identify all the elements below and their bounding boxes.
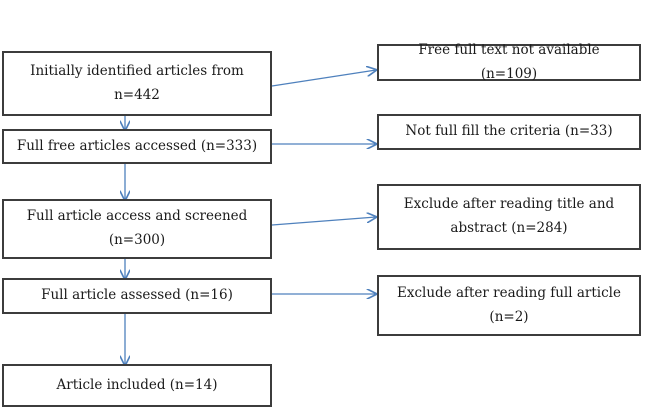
excluded-title-abstract-text: Exclude after reading title and abstract… bbox=[403, 196, 615, 236]
step-accessed-box: Full free articles accessed (n=333) bbox=[2, 129, 272, 164]
excluded-criteria-text: Not full fill the criteria (n=33) bbox=[405, 123, 613, 140]
step-assessed-text: Full article assessed (n=16) bbox=[41, 287, 233, 304]
excluded-criteria-box: Not full fill the criteria (n=33) bbox=[377, 114, 641, 150]
right-arrow-3 bbox=[271, 217, 376, 226]
step-assessed-box: Full article assessed (n=16) bbox=[2, 278, 272, 314]
excluded-no-fulltext-text: Free full text not available (n=109) bbox=[418, 41, 600, 82]
step-screened-text: Full article access and screened (n=300) bbox=[26, 208, 248, 248]
step-accessed-text: Full free articles accessed (n=333) bbox=[16, 137, 258, 154]
excluded-fulltext-box: Exclude after reading full article (n=2) bbox=[377, 275, 641, 336]
step-identified-text: Initially identified articles from n=442 bbox=[30, 62, 244, 103]
step-screened-box: Full article access and screened (n=300) bbox=[2, 199, 272, 259]
right-arrow-1 bbox=[271, 70, 376, 87]
step-identified-box: Initially identified articles from n=442 bbox=[2, 51, 272, 116]
excluded-fulltext-text: Exclude after reading full article (n=2) bbox=[397, 284, 621, 325]
excluded-no-fulltext-box: Free full text not available (n=109) bbox=[377, 42, 641, 82]
step-included-text: Article included (n=14) bbox=[56, 376, 218, 393]
excluded-title-abstract-box: Exclude after reading title and abstract… bbox=[377, 184, 641, 250]
step-included-box: Article included (n=14) bbox=[2, 364, 272, 407]
